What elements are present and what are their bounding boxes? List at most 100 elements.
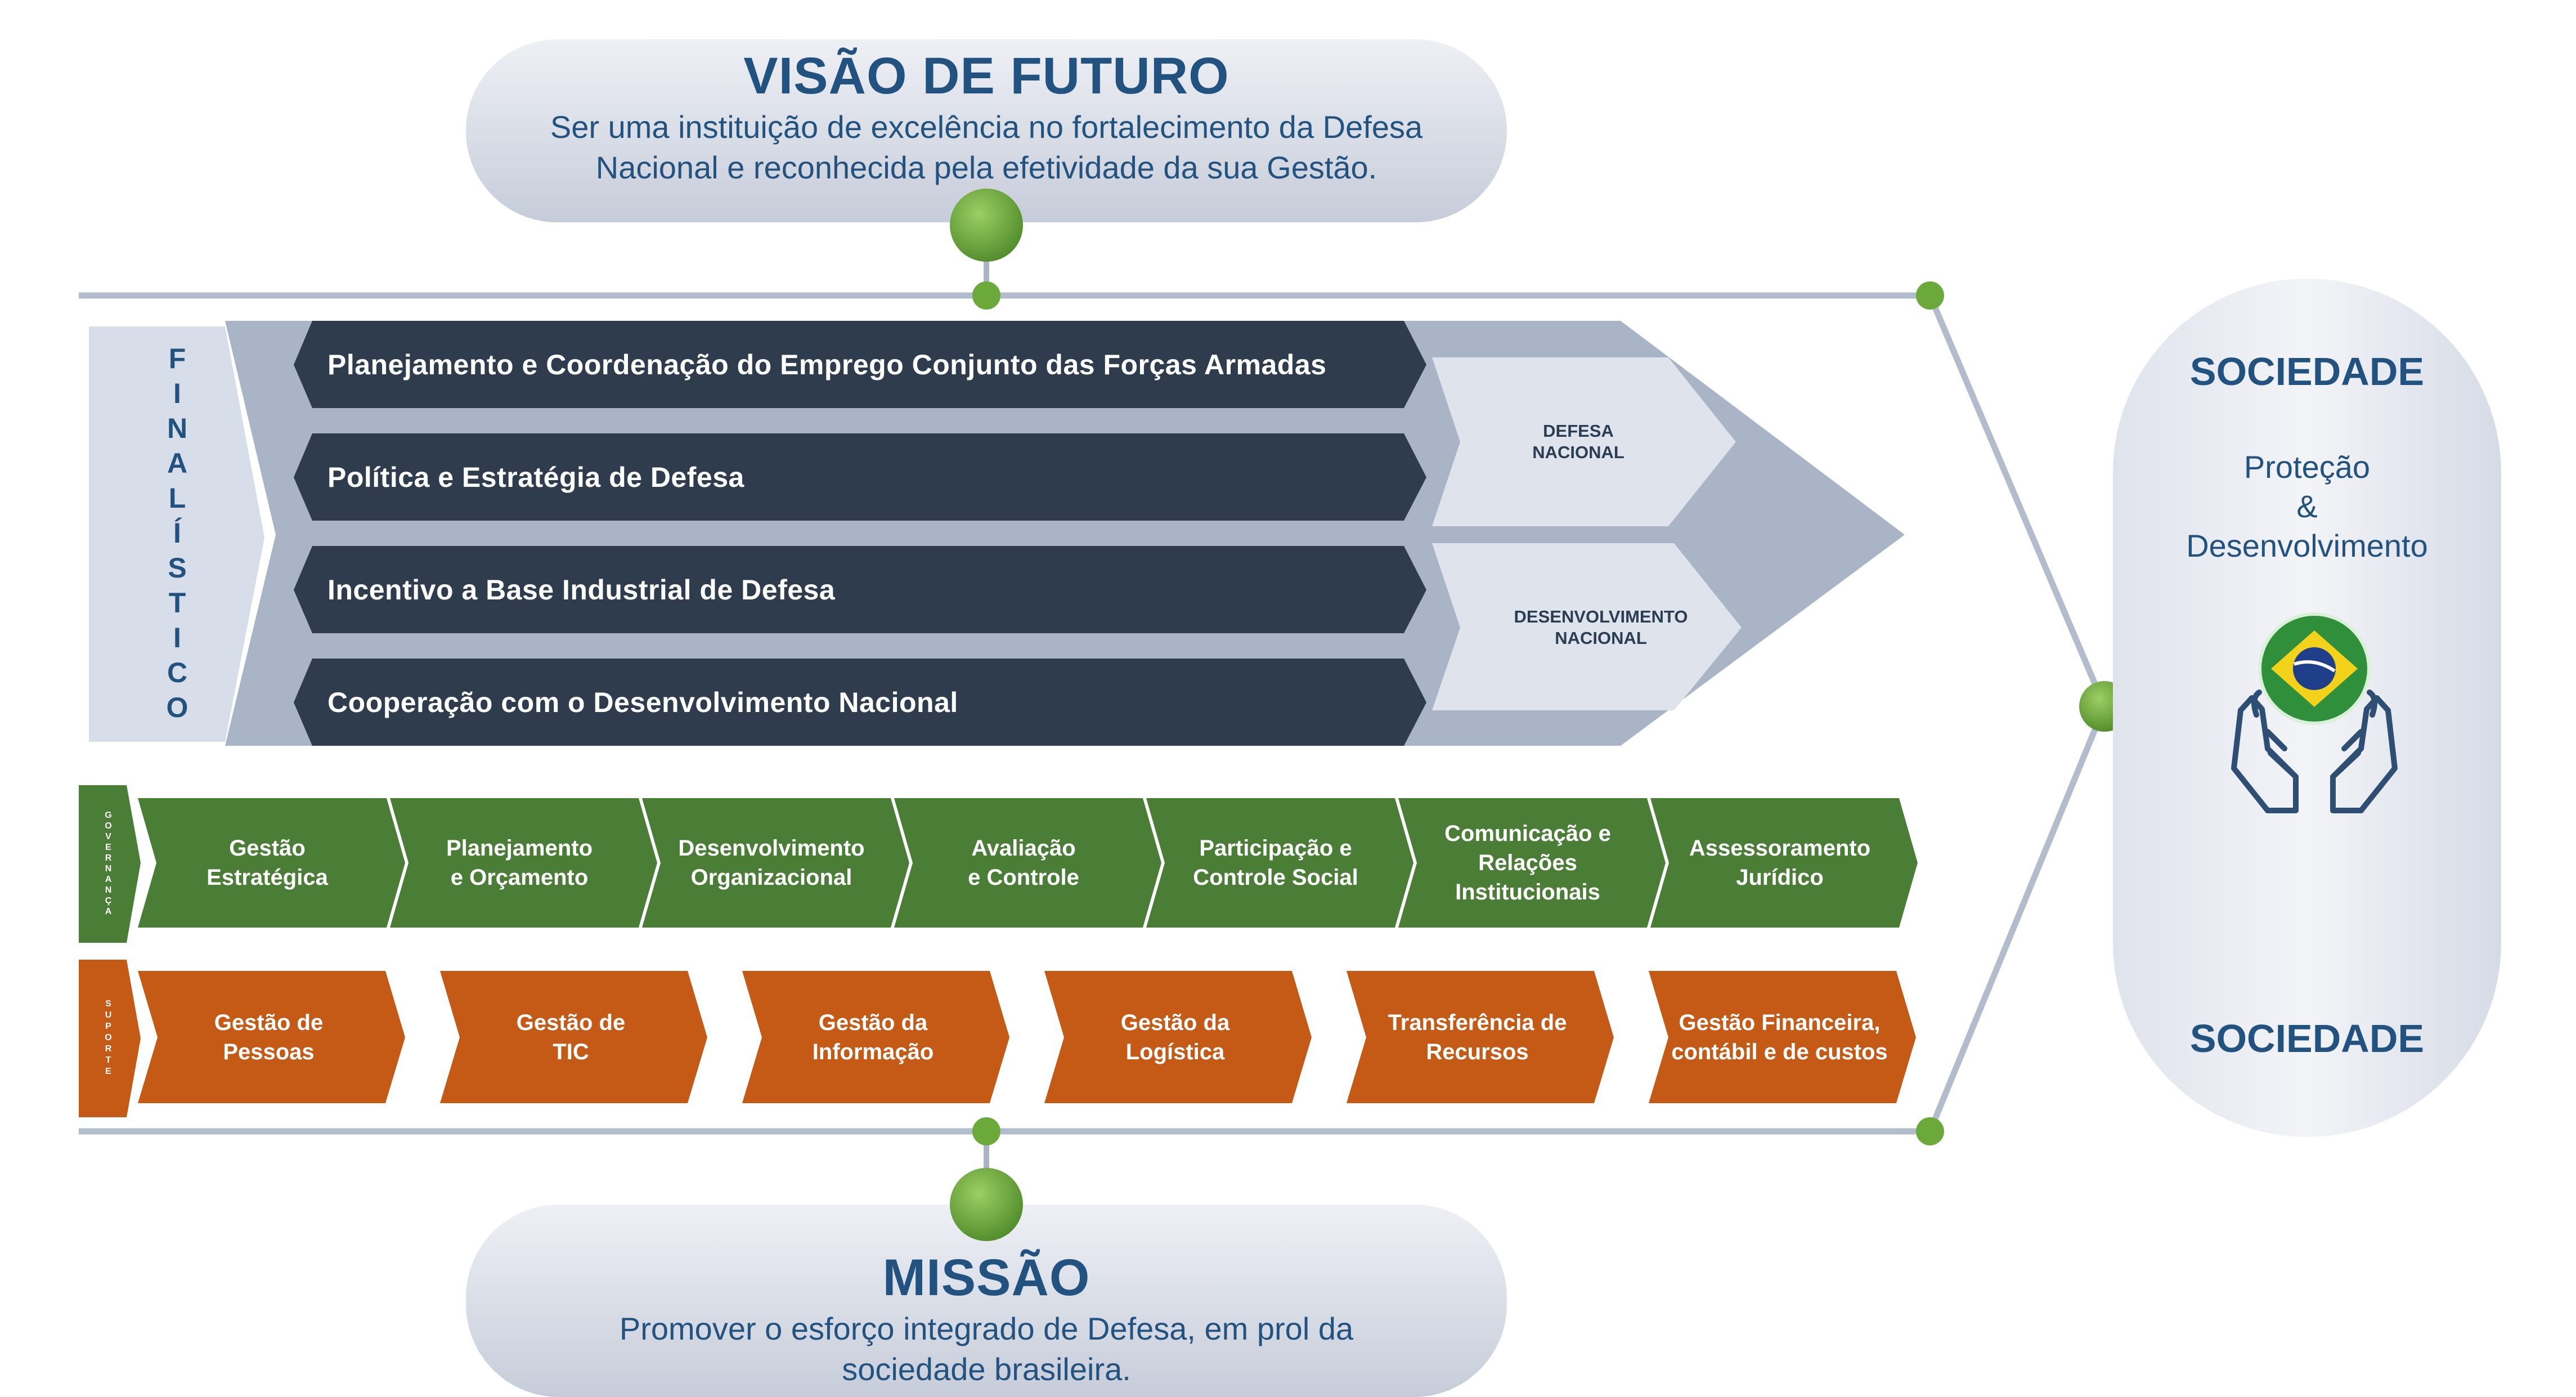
society-panel (2113, 279, 2501, 1137)
outcome-chevron-desenvolvimento (1432, 543, 1742, 710)
sup-chevron[interactable] (1347, 971, 1614, 1103)
vision-text-line1: Ser uma instituição de excelência no for… (550, 109, 1423, 145)
finalistico-label: FINALÍSTICO (152, 338, 203, 732)
gov-process-line: Comunicação e (1444, 821, 1611, 846)
gov-process-line: Estratégica (207, 865, 328, 890)
sup-process-line: Gestão de (516, 1010, 626, 1035)
sup-chevron[interactable] (1044, 971, 1312, 1103)
suporte-label-chevron (79, 960, 141, 1117)
governanca-label: GOVERNANÇA (97, 791, 119, 937)
sup-chevron[interactable] (1649, 971, 1916, 1103)
sup-process-line: Informação (812, 1039, 934, 1064)
gov-process-line: Participação e (1199, 836, 1352, 861)
mission-text-line1: Promover o esforço integrado de Defesa, … (619, 1311, 1354, 1346)
mission-node (950, 1168, 1023, 1241)
society-text-line3: Desenvolvimento (2186, 528, 2428, 563)
gov-process-line: Institucionais (1455, 880, 1600, 905)
sup-chevron[interactable] (440, 971, 707, 1103)
frame-node-bottom-right (1916, 1117, 1944, 1145)
sup-process-line: Gestão de (214, 1010, 324, 1035)
gov-process-line: Desenvolvimento (678, 836, 865, 861)
vision-panel (466, 39, 1507, 295)
gov-process-line: e Controle (968, 865, 1079, 890)
outcome-chevron-defesa (1432, 357, 1736, 526)
gov-chevron[interactable] (1146, 798, 1413, 928)
society-text-line2: & (2296, 489, 2318, 524)
gov-chevron[interactable] (1398, 798, 1666, 928)
sup-process-label[interactable]: Gestão de Pessoas (149, 971, 388, 1103)
chain-frame (79, 281, 2147, 1145)
fin-process-label[interactable]: Planejamento e Coordenação do Emprego Co… (327, 348, 1327, 380)
sup-process-line: contábil e de custos (1671, 1039, 1888, 1064)
outcome-line: NACIONAL (1532, 442, 1624, 462)
sup-process-label[interactable]: Gestão da Logística (1056, 971, 1295, 1103)
fin-process-bar[interactable] (294, 321, 1426, 408)
hands-holding-brazil-flag-icon (2231, 612, 2398, 813)
finalistico-block (89, 321, 1905, 746)
gov-chevron[interactable] (138, 798, 405, 928)
gov-process-line: e Orçamento (450, 865, 589, 890)
outcome-line: DEFESA (1543, 421, 1614, 441)
outcome-line: NACIONAL (1555, 628, 1647, 648)
gov-process-label[interactable]: Avaliação e Controle (905, 798, 1142, 928)
sup-process-label[interactable]: Gestão Financeira, contábil e de custos (1660, 971, 1899, 1103)
gov-process-line: Relações (1478, 850, 1577, 875)
finalistico-label-chevron (89, 326, 264, 742)
fin-process-bar[interactable] (294, 546, 1426, 633)
fin-process-label[interactable]: Política e Estratégia de Defesa (327, 461, 744, 493)
gov-chevron[interactable] (894, 798, 1161, 928)
sup-process-line: Recursos (1426, 1039, 1529, 1064)
frame-node-bottom (972, 1117, 1000, 1145)
mission-text-line2: sociedade brasileira. (842, 1351, 1131, 1387)
gov-process-line: Controle Social (1193, 865, 1358, 890)
suporte-chevrons (138, 971, 1916, 1103)
sup-process-label[interactable]: Gestão de TIC (451, 971, 690, 1103)
sup-process-label[interactable]: Transferência de Recursos (1358, 971, 1597, 1103)
vision-text-line2: Nacional e reconhecida pela efetividade … (595, 150, 1377, 185)
suporte-block (79, 960, 1916, 1117)
suporte-label: SUPORTE (97, 974, 119, 1103)
sup-process-line: Pessoas (223, 1039, 315, 1064)
sup-chevron[interactable] (742, 971, 1009, 1103)
sup-chevron[interactable] (138, 971, 405, 1103)
sup-process-line: Gestão da (1120, 1010, 1230, 1035)
fin-process-bar[interactable] (294, 659, 1426, 746)
gov-process-line: Avaliação (971, 836, 1076, 861)
suporte-label-text: SUPORTE (104, 999, 113, 1078)
gov-process-line: Assessoramento (1689, 836, 1871, 861)
vision-title: VISÃO DE FUTURO (743, 47, 1229, 105)
society-title-bottom: SOCIEDADE (2189, 1017, 2425, 1060)
gov-chevron[interactable] (390, 798, 657, 928)
fin-process-label[interactable]: Incentivo a Base Industrial de Defesa (327, 574, 836, 606)
mission-pill (466, 1205, 1507, 1397)
fin-process-label[interactable]: Cooperação com o Desenvolvimento Naciona… (327, 686, 958, 718)
outcome-line: DESENVOLVIMENTO (1514, 607, 1688, 626)
gov-chevron[interactable] (1650, 798, 1918, 928)
governanca-label-chevron (79, 785, 141, 943)
fin-process-bar[interactable] (294, 433, 1426, 521)
sup-process-line: Logística (1125, 1039, 1225, 1064)
mission-title: MISSÃO (882, 1248, 1090, 1306)
governanca-block (79, 785, 1918, 943)
sup-process-line: Transferência de (1388, 1010, 1567, 1035)
gov-process-line: Gestão (229, 836, 306, 861)
governanca-chevrons (138, 798, 1918, 928)
vision-node (950, 189, 1023, 262)
outcome-desenvolvimento-nacional: DESENVOLVIMENTO NACIONAL (1469, 605, 1733, 650)
gov-chevron[interactable] (642, 798, 909, 928)
sup-process-line: Gestão Financeira, (1679, 1010, 1881, 1035)
sup-process-label[interactable]: Gestão da Informação (753, 971, 993, 1103)
governanca-label-text: GOVERNANÇA (104, 811, 113, 917)
outcome-defesa-nacional: DEFESA NACIONAL (1457, 419, 1699, 464)
sup-process-line: TIC (553, 1039, 589, 1064)
frame-node-top (972, 281, 1000, 310)
gov-process-label[interactable]: Participação e Controle Social (1157, 798, 1394, 928)
sup-process-line: Gestão da (818, 1010, 928, 1035)
society-text-line1: Proteção (2243, 449, 2371, 485)
